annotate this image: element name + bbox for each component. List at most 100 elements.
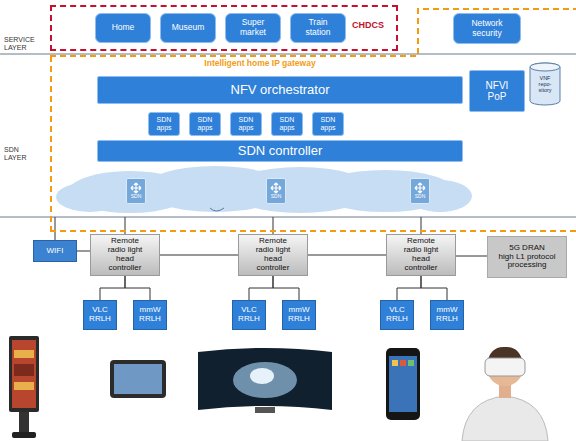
service-box: Super market	[225, 13, 281, 43]
box-detail: high L1 protocol processing	[494, 253, 560, 271]
link-line	[273, 276, 299, 300]
tablet-device	[110, 360, 166, 398]
text-holder: Remote radio light head controller	[91, 235, 159, 275]
link-line	[308, 255, 386, 256]
layer-divider	[0, 54, 576, 55]
text-holder: Network security	[454, 14, 520, 43]
controller-box: Remote radio light head controller	[238, 234, 308, 276]
gateway-region: Network securityNFV orchestrator NFVI PoP…	[50, 8, 576, 232]
controller-box: Remote radio light head controller	[386, 234, 456, 276]
text-holder: SDN apps	[149, 113, 179, 135]
switch-arrows	[131, 183, 141, 193]
link-line	[397, 276, 421, 300]
tv-splash	[233, 362, 297, 398]
box-label: Train station	[305, 18, 330, 37]
app-box: SDN apps	[148, 112, 180, 136]
service-box: Network security	[453, 13, 521, 44]
sdn-switch: SDN	[126, 178, 146, 204]
vr-person	[462, 347, 548, 441]
repository-cylinder: VNF repo- sitory	[529, 62, 561, 106]
kiosk-frame	[9, 336, 39, 412]
link-line	[77, 251, 90, 252]
text-holder: SDN	[267, 179, 285, 203]
kiosk-screen	[12, 340, 36, 408]
box-label: SDN apps	[156, 116, 171, 132]
kiosk-content	[14, 382, 34, 390]
box-label: VLC RRLH	[238, 306, 260, 324]
text-holder: SDN apps	[272, 113, 302, 135]
text-holder: mmW RRLH	[431, 301, 463, 329]
tablet-screen	[114, 364, 162, 394]
app-box: SDN apps	[189, 112, 221, 136]
text-holder: VLC RRLH	[84, 301, 116, 329]
controller-box: Remote radio light head controller	[90, 234, 160, 276]
box-label: SDN apps	[238, 116, 253, 132]
box-label: SDN apps	[279, 116, 294, 132]
kiosk-device	[9, 336, 39, 438]
text-holder: NFV orchestrator	[98, 77, 462, 103]
sdn-switch: SDN	[266, 178, 286, 204]
gateway-dashed-border	[50, 9, 576, 231]
tv-device	[198, 348, 332, 413]
box-label: Remote radio light head controller	[251, 237, 295, 273]
switch-arrows	[415, 183, 425, 193]
service-group: Home Museum Super market Train station CHDCS	[50, 5, 398, 51]
text-holder: SDN apps	[190, 113, 220, 135]
box-label: mmW RRLH	[139, 306, 161, 324]
text-holder: VLC RRLH	[381, 301, 413, 329]
kiosk-base	[12, 432, 36, 438]
box-label: NFV orchestrator	[231, 83, 330, 98]
box-label: SDN	[131, 194, 142, 200]
phone-device	[386, 348, 420, 420]
service-box: Museum	[160, 13, 216, 43]
text-holder: NFVI PoP	[470, 71, 524, 111]
phone-screen	[389, 356, 417, 412]
service-box: Train station	[290, 13, 346, 43]
text-holder: Museum	[161, 14, 215, 42]
phone-icon	[392, 360, 398, 366]
box-label: SDN controller	[238, 144, 323, 159]
tablet-frame	[110, 360, 166, 398]
function-bar: SDN controller	[97, 140, 463, 162]
box-label: 5G DRAN	[509, 244, 545, 253]
link-line	[421, 276, 447, 300]
tv-stand	[255, 407, 275, 413]
kiosk-stand	[19, 412, 29, 433]
text-holder: mmW RRLH	[283, 301, 315, 329]
text-holder: SDN controller	[98, 141, 462, 161]
phone-frame	[386, 348, 420, 420]
app-box: SDN apps	[312, 112, 344, 136]
wifi-box: WIFI	[33, 240, 77, 262]
box-label: VNF repo- sitory	[538, 75, 551, 93]
box-label: VLC RRLH	[89, 306, 111, 324]
box-label: Home	[112, 23, 135, 33]
text-holder: VLC RRLH	[233, 301, 265, 329]
layer-divider	[0, 217, 576, 218]
box-label: Museum	[172, 23, 205, 33]
nfvi-box: NFVI PoP	[469, 70, 525, 112]
text-holder: SDN apps	[231, 113, 261, 135]
text-holder: mmW RRLH	[134, 301, 166, 329]
tv-splash	[250, 368, 274, 384]
text-holder: Home	[96, 14, 150, 42]
person-body	[462, 396, 548, 441]
box-label: SDN	[415, 194, 426, 200]
link-line	[160, 255, 238, 256]
radio-head-box: mmW RRLH	[133, 300, 167, 330]
radio-head-box: VLC RRLH	[83, 300, 117, 330]
box-label: SDN	[271, 194, 282, 200]
phone-icon	[400, 360, 406, 366]
function-bar: NFV orchestrator	[97, 76, 463, 104]
switch-arrows	[271, 183, 281, 193]
link-line	[125, 276, 150, 300]
region-label: CHDCS	[352, 20, 384, 30]
text-holder: Super market	[226, 14, 280, 42]
box-label: Network security	[471, 19, 502, 38]
box-label: SDN apps	[320, 116, 335, 132]
vr-headset	[485, 358, 525, 376]
person-neck	[499, 384, 511, 398]
layer-label: SDN LAYER	[4, 146, 26, 162]
switch-icon	[270, 182, 282, 194]
text-holder: SDN	[411, 179, 429, 203]
